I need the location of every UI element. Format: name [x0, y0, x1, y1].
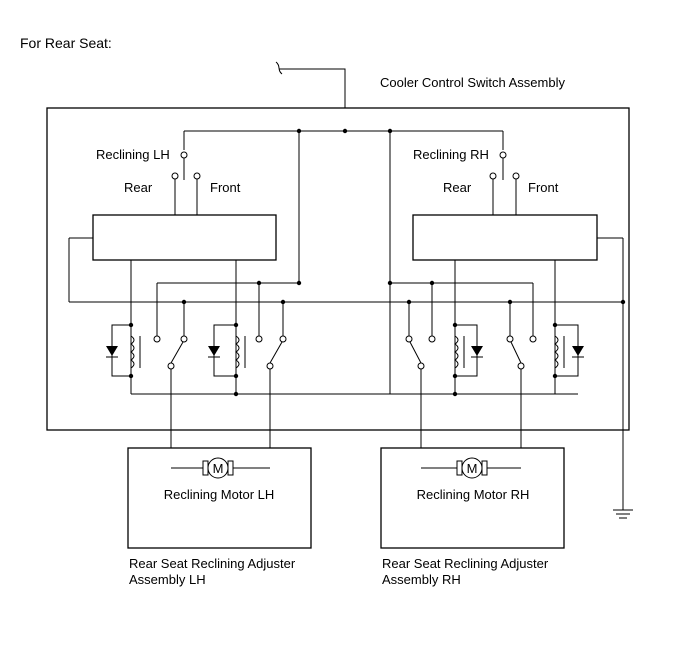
left-control-ic [92, 214, 277, 261]
left-coil-1-icon [130, 335, 141, 369]
right-coil-1-icon [454, 335, 465, 369]
left-motor-icon: M [171, 457, 270, 479]
reclining-rh-switch[interactable] [489, 151, 520, 215]
left-coil-2-icon [235, 335, 246, 369]
right-control-ic [412, 214, 598, 261]
left-motor-label: Reclining Motor LH [164, 487, 275, 502]
right-adjuster-label-line2: Assembly RH [382, 572, 461, 587]
right-adjuster-label-line1: Rear Seat Reclining Adjuster [382, 556, 549, 571]
right-diode-1-icon [455, 324, 483, 377]
reclining-lh-rear-label: Rear [124, 180, 153, 195]
right-motor-label: Reclining Motor RH [417, 487, 530, 502]
reclining-rh-front-label: Front [528, 180, 559, 195]
cooler-control-switch-box [46, 107, 630, 431]
left-diode-2-icon [208, 324, 236, 377]
ground-icon [613, 509, 633, 519]
top-bus [183, 128, 504, 394]
right-adjuster-box [380, 447, 565, 549]
left-adjuster-label-line2: Assembly LH [129, 572, 206, 587]
assembly-label: Cooler Control Switch Assembly [380, 75, 565, 90]
right-motor-icon: M [421, 457, 521, 479]
reclining-rh-label: Reclining RH [413, 147, 489, 162]
reclining-rh-rear-label: Rear [443, 180, 472, 195]
right-diode-2-icon [555, 324, 584, 377]
left-diode-1-icon [106, 324, 131, 377]
left-motor-symbol: M [213, 461, 224, 476]
page-title: For Rear Seat: [20, 35, 112, 51]
left-adjuster-label-line1: Rear Seat Reclining Adjuster [129, 556, 296, 571]
left-adjuster-box [127, 447, 312, 549]
right-motor-symbol: M [467, 461, 478, 476]
reclining-lh-switch[interactable] [171, 151, 201, 215]
left-relay-section [128, 260, 390, 397]
reclining-lh-label: Reclining LH [96, 147, 170, 162]
right-coil-2-icon [554, 335, 565, 369]
reclining-lh-front-label: Front [210, 180, 241, 195]
